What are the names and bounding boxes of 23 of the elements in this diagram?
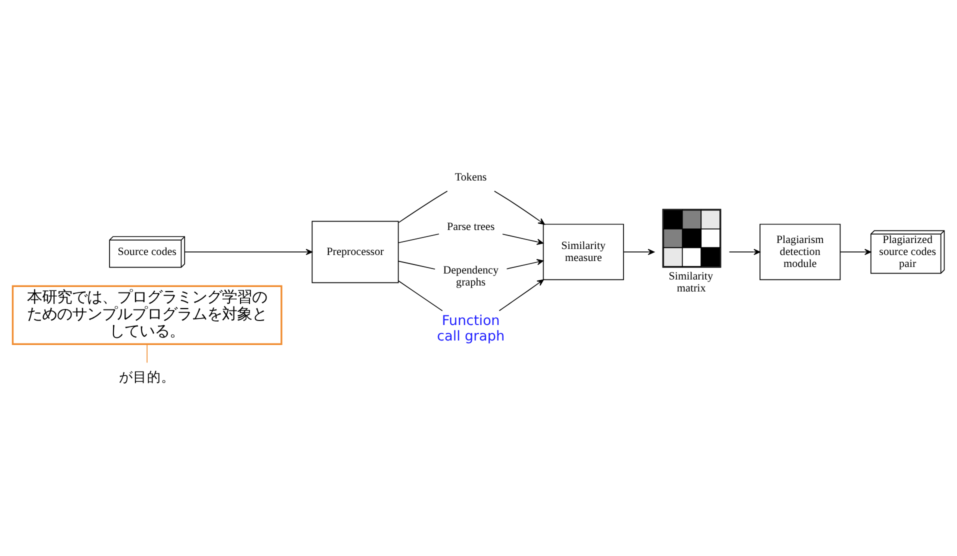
arrow [502,234,544,245]
connector [398,190,448,223]
arrow [623,248,655,256]
connector [398,234,440,244]
node-text: Tokens [454,172,487,184]
node-box: Similarity measure [542,224,624,280]
arrow [506,259,544,270]
arrow [840,248,872,256]
node-text: Parse trees [446,221,495,234]
node-box: 本研究では、プログラミング学習のためのサンプルプログラムを対象としている。 [12,285,282,345]
connector [146,344,148,364]
arrow [184,248,313,256]
node-box: Preprocessor [312,220,399,284]
connector [398,260,436,270]
node-box: Plagiarism detection module [760,224,841,280]
node-text: Function call graph [437,313,505,345]
node-text: が目的。 [119,369,176,386]
arrow [494,190,545,225]
arrow [498,279,544,312]
node-label: Similarity matrix [668,270,714,295]
arrow [728,248,760,256]
node-text: Dependency graphs [443,264,499,289]
connector [398,280,443,312]
